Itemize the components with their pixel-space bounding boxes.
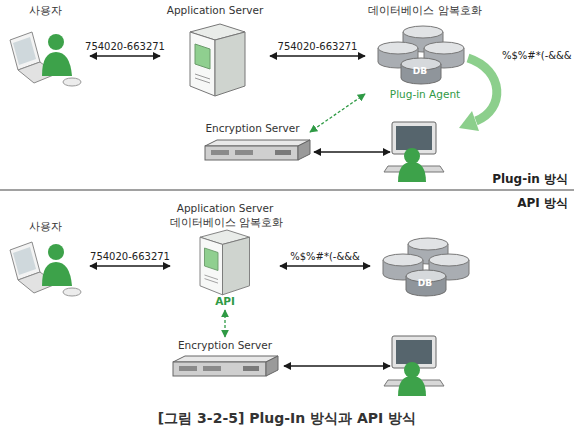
database-node: DB — [370, 228, 480, 300]
edge-label: 754020-663271 — [85, 41, 165, 53]
user-figure — [10, 32, 81, 86]
node-text: DB — [410, 278, 440, 289]
server-node: Application Server데이터베이스 암복호화 API — [170, 198, 280, 310]
figure-caption: [그림 3-2-5] Plug-In 방식과 API 방식 — [0, 410, 574, 427]
admin-link — [314, 151, 390, 152]
server-tower — [200, 230, 250, 295]
database-stack — [383, 238, 469, 296]
node-text: 사용자 — [0, 4, 90, 17]
node-text: API — [170, 295, 280, 308]
edge-label: %$%#*(-&&& — [290, 251, 360, 263]
node-text: 데이터베이스 암복호화 — [365, 4, 485, 17]
encryption-server-node: Encryption Server — [195, 118, 310, 168]
encryption-appliance — [173, 356, 278, 376]
dashed-connector — [224, 310, 225, 337]
connector-arrow — [270, 55, 365, 56]
node-text: Application Server — [170, 202, 280, 215]
connector-arrow — [280, 265, 370, 266]
encryption-appliance — [205, 140, 310, 160]
admin-workstation — [384, 336, 444, 396]
node-text: 데이터베이스 암복호화 — [170, 216, 280, 229]
encryption-server-node: Encryption Server — [168, 337, 282, 385]
edge-label: 754020-663271 — [278, 41, 358, 53]
section-divider — [0, 189, 574, 190]
dashed-connector — [310, 94, 365, 132]
user-node: 사용자 — [0, 214, 90, 299]
section-title: Plug-in 방식 — [492, 172, 568, 186]
node-text: 사용자 — [0, 220, 90, 233]
encryption-curve-arrow — [468, 58, 497, 121]
node-text: DB — [405, 66, 435, 77]
admin-link — [284, 365, 390, 366]
database-node: 데이터베이스 암복호화 DB Plug-in Agent — [365, 4, 485, 104]
user-figure — [10, 242, 81, 296]
server-tower — [190, 24, 245, 96]
encrypted-value: %$%#*(-&&& — [502, 50, 572, 62]
edge-label: 754020-663271 — [90, 251, 170, 263]
server-node: Application Server — [160, 4, 270, 99]
node-text: Application Server — [160, 4, 270, 17]
connector-group — [90, 56, 370, 337]
database-stack — [378, 26, 464, 84]
curve-arrow-head — [459, 111, 479, 131]
admin-workstation — [384, 122, 444, 182]
connector-arrow — [90, 265, 170, 266]
node-text: Encryption Server — [195, 122, 310, 135]
node-text: Plug-in Agent — [365, 88, 485, 101]
user-node: 사용자 — [0, 4, 90, 94]
connector-arrow — [90, 55, 160, 56]
section-title: API 방식 — [517, 196, 568, 210]
node-text: Encryption Server — [168, 339, 282, 352]
